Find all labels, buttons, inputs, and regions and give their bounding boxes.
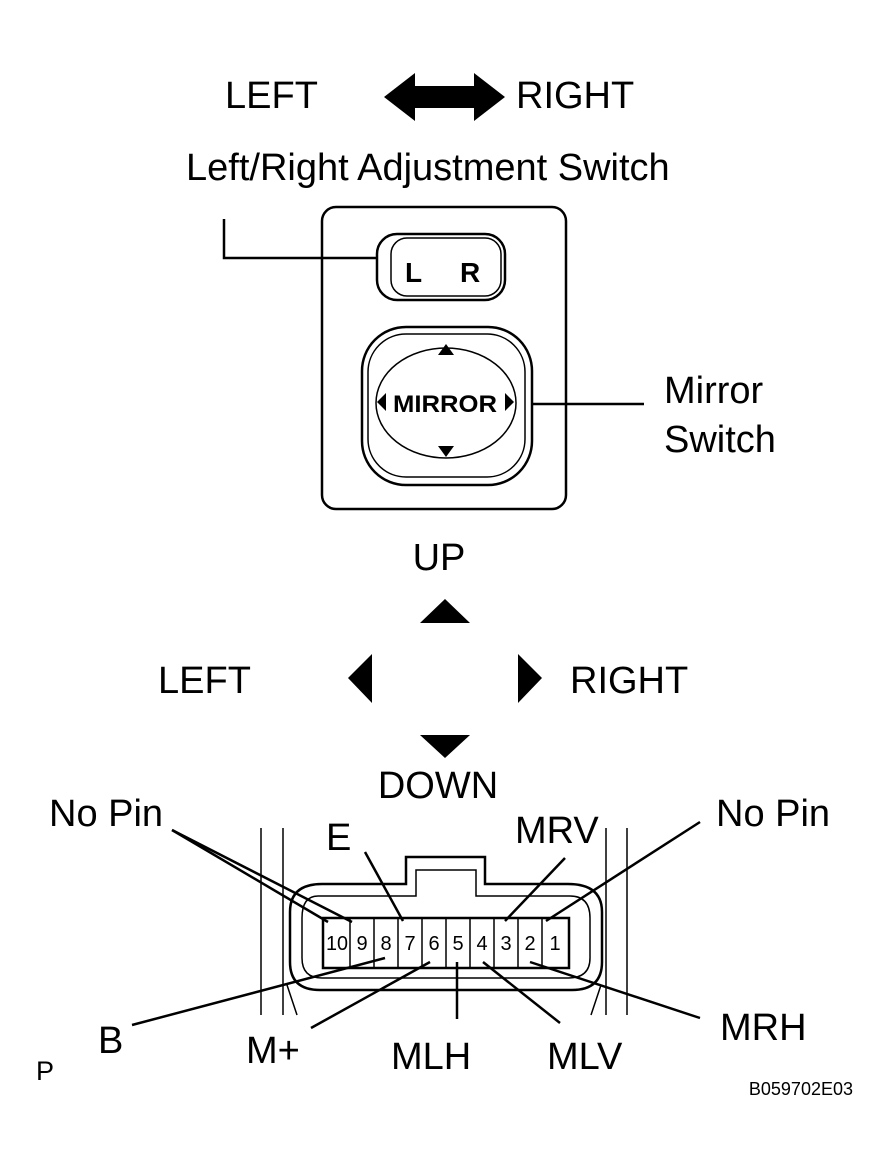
connector-inner-shell [301, 869, 591, 979]
switch-housing [320, 205, 568, 511]
connector-pin: 3 [500, 933, 511, 955]
pad-down-label: DOWN [378, 765, 498, 807]
connector-pin: 4 [476, 933, 487, 955]
figure-code: B059702E03 [749, 1079, 853, 1099]
mirror-switch-label: MIRROR [393, 391, 497, 418]
label-e: E [326, 817, 351, 859]
connector-outer-shell [288, 855, 604, 992]
mirror-left-arrow-icon [377, 393, 386, 411]
connector-pin: 9 [356, 933, 367, 955]
connector-pin: 7 [404, 933, 415, 955]
left-right-double-arrow-icon [384, 73, 505, 121]
top-right-label: RIGHT [516, 75, 634, 117]
label-b: B [98, 1020, 123, 1062]
connector-pin: 6 [428, 933, 439, 955]
label-no-pin-left: No Pin [49, 793, 163, 835]
pad-up-arrow-icon [420, 599, 470, 623]
label-m-plus: M+ [246, 1030, 300, 1072]
label-mrv: MRV [515, 810, 599, 852]
label-mlh: MLH [391, 1036, 471, 1078]
connector-pin: 2 [524, 933, 535, 955]
lr-switch-left-letter: L [405, 257, 422, 288]
left-right-adjustment-switch[interactable]: L R [375, 232, 507, 302]
pad-right-label: RIGHT [570, 660, 688, 702]
connector-pin: 5 [452, 933, 463, 955]
label-mrh: MRH [720, 1007, 807, 1049]
corner-mark: P [36, 1056, 54, 1086]
mirror-up-arrow-icon [438, 344, 454, 355]
mirror-callout-line2: Switch [664, 419, 776, 461]
connector: 10 9 8 7 6 5 4 3 2 1 [260, 828, 628, 1016]
switch-title: Left/Right Adjustment Switch [186, 147, 670, 189]
label-no-pin-right: No Pin [716, 793, 830, 835]
pad-left-arrow-icon [348, 654, 372, 703]
top-left-label: LEFT [225, 75, 318, 117]
label-mlv: MLV [547, 1036, 623, 1078]
connector-pin: 10 [326, 933, 348, 955]
pad-up-label: UP [413, 537, 466, 579]
connector-pin: 8 [380, 933, 391, 955]
pad-left-label: LEFT [158, 660, 251, 702]
mirror-right-arrow-icon [505, 393, 514, 411]
mirror-down-arrow-icon [438, 446, 454, 457]
mirror-callout-line1: Mirror [664, 370, 764, 412]
pad-down-arrow-icon [420, 735, 470, 758]
lr-switch-right-letter: R [460, 257, 480, 288]
pad-right-arrow-icon [518, 654, 542, 703]
adjustment-switch-leader [222, 219, 377, 260]
mirror-switch[interactable]: MIRROR [360, 325, 534, 487]
connector-pin: 1 [549, 933, 560, 955]
pin-leader-lines [131, 820, 701, 1030]
